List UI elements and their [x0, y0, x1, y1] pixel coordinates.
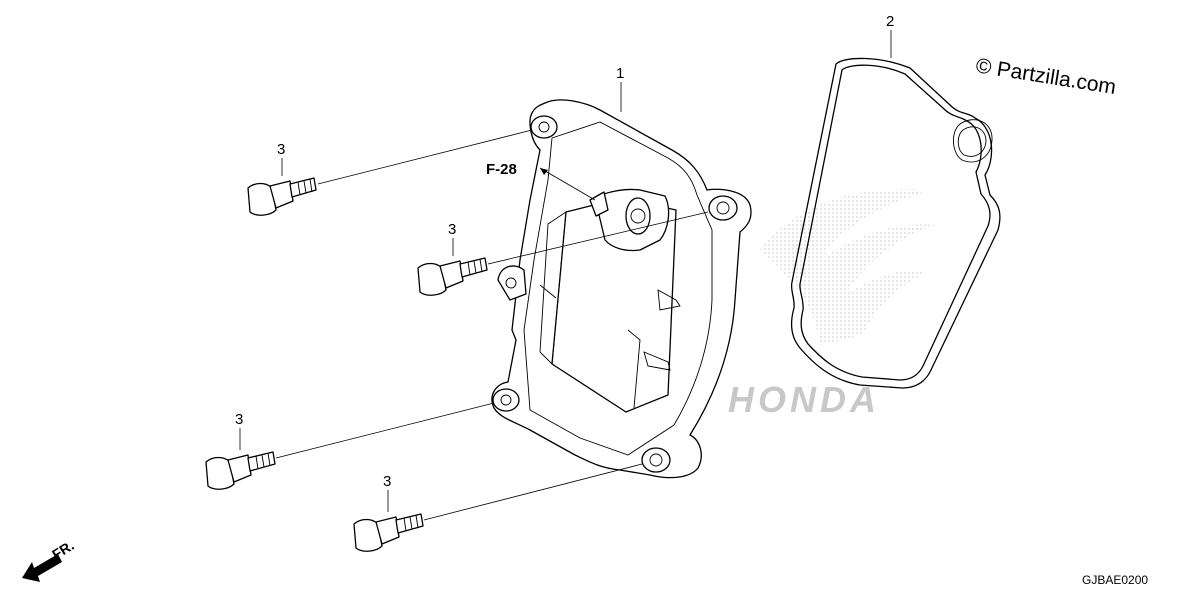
callout-bolt-top-left: 3 [277, 141, 285, 158]
honda-watermark: HONDA [728, 189, 935, 420]
assembly-lines [275, 129, 709, 521]
cylinder-head-cover [491, 99, 752, 479]
callout-bolt-lower-left: 3 [235, 411, 243, 428]
front-arrow-icon [22, 554, 62, 582]
callout-leaders [239, 30, 892, 512]
callout-cover: 1 [616, 65, 624, 82]
copyright-notice: © Partzilla.com [974, 54, 1117, 99]
bolt-middle-left [417, 257, 488, 296]
gasket [790, 57, 1001, 389]
diagram-code: GJBAE0200 [1082, 573, 1148, 587]
front-indicator: FR. [22, 537, 77, 582]
bolt-lower-left [205, 451, 276, 490]
reference-label: F-28 [486, 161, 517, 178]
callout-bolt-bottom: 3 [383, 473, 391, 490]
bolt-top-left [247, 177, 317, 216]
callout-bolt-middle: 3 [448, 221, 456, 238]
watermark-text: HONDA [728, 379, 880, 420]
callout-gasket: 2 [886, 13, 894, 30]
bolt-bottom [353, 513, 424, 552]
